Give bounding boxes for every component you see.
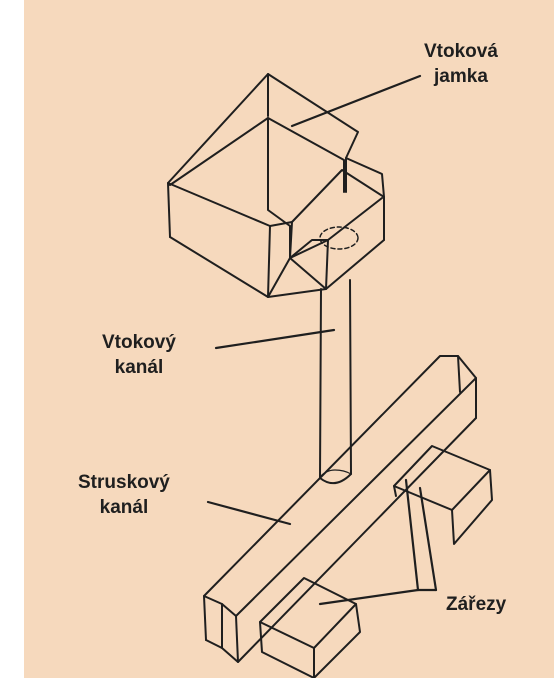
- sprue: [319, 279, 352, 485]
- ingate-upper: [393, 445, 493, 545]
- label-struskovy-kanal: Struskový kanál: [78, 472, 170, 518]
- ingate-lower: [259, 577, 361, 678]
- label-vtokovy-kanal: Vtokový kanál: [102, 332, 176, 378]
- runner-bar: [203, 355, 477, 663]
- diagram-background: [24, 0, 554, 678]
- leader-lines: [206, 74, 438, 606]
- label-vtokova-jamka: Vtoková jamka: [424, 41, 498, 87]
- pouring-basin: [167, 73, 385, 298]
- label-zarezy: Zářezy: [446, 594, 507, 615]
